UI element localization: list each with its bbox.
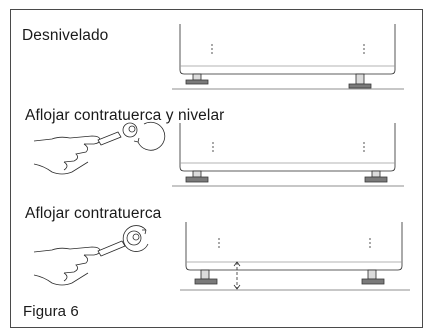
appliance-levelling: [179, 123, 396, 183]
appliance-locknut: [185, 222, 403, 290]
figure-frame: [10, 9, 423, 328]
appliance-unlevelled: [179, 24, 396, 89]
hand-wrench-2: [33, 225, 149, 286]
step-loosen-and-level-label: Aflojar contratuerca y nivelar: [25, 107, 225, 124]
step-loosen-locknut-label: Aflojar contratuerca: [25, 205, 162, 222]
figure-caption: Figura 6: [23, 303, 79, 320]
hand-wrench-1: [33, 121, 166, 175]
step-unlevelled-label: Desnivelado: [22, 27, 109, 44]
